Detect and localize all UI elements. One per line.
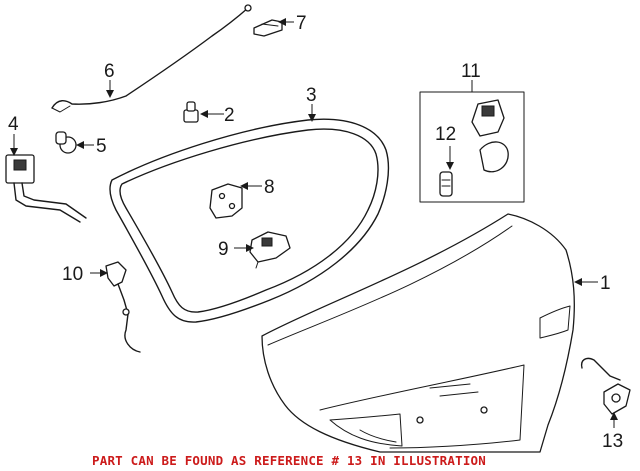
part-11-lamp-box: [419, 91, 525, 203]
callout-10: 10: [62, 264, 83, 285]
part-1-trunk-lid: [261, 213, 575, 453]
part-5-grommet: [55, 131, 77, 154]
callout-6: 6: [104, 61, 115, 82]
part-8-bracket: [209, 183, 243, 219]
reference-notice: PART CAN BE FOUND AS REFERENCE # 13 IN I…: [92, 453, 486, 468]
callout-13: 13: [602, 431, 623, 452]
callout-12: 12: [435, 124, 456, 145]
part-6-release-cable: [51, 4, 252, 113]
part-12-bulb: [439, 171, 453, 197]
callout-7: 7: [296, 13, 307, 34]
callout-numbers: 1 2 3 4 5 6 7 8 9 10 11 12 13: [8, 13, 623, 452]
callout-8: 8: [264, 177, 275, 198]
callout-5: 5: [96, 136, 107, 157]
callout-3: 3: [306, 85, 317, 106]
part-2-bumper: [183, 101, 199, 123]
callout-4: 4: [8, 114, 19, 135]
part-9-actuator: [249, 231, 291, 269]
leader-lines: [10, 18, 618, 428]
part-3-weatherstrip-seal: [109, 118, 390, 323]
part-10-emergency-release: [105, 261, 141, 353]
callout-9: 9: [218, 239, 229, 260]
part-7-cap: [253, 19, 283, 37]
part-13-lamp-socket: [580, 357, 631, 415]
callout-1: 1: [600, 273, 611, 294]
part-4-latch: [5, 154, 87, 223]
callout-11: 11: [461, 61, 481, 82]
callout-2: 2: [224, 105, 235, 126]
